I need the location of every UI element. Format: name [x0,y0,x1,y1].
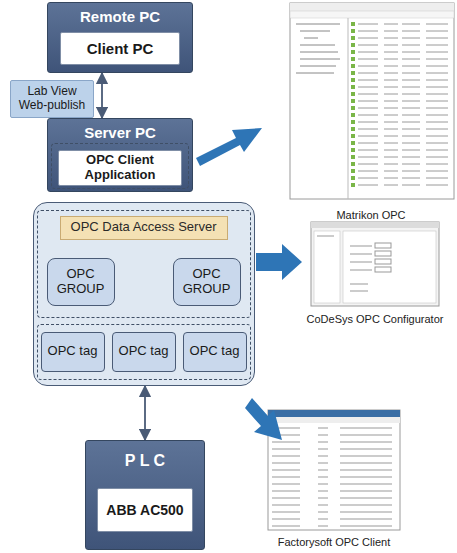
group-box: OPC GROUP [47,258,115,306]
tag-box: OPC tag [41,332,105,372]
box-label: OPC Client Application [63,153,177,183]
caption: CoDeSys OPC Configurator [307,313,444,325]
data-arrow [101,73,103,118]
plc-box: P L C ABB AC500 [85,440,205,550]
box-label: ABB AC500 [106,502,183,518]
screenshot [311,222,439,306]
plc-module-box: ABB AC500 [97,488,193,532]
note-box: Lab View Web-publish [10,80,94,118]
box-label: OPC tag [48,344,98,359]
tag-box: OPC tag [183,332,247,372]
computer-box: Server PC OPC Client Application [47,118,193,192]
caption: Matrikon OPC [336,209,405,221]
box-label: Lab View Web-publish [15,85,89,113]
box-heading: OPC Data Access Server [60,216,228,240]
pointer-arrow [256,244,302,280]
server-box: OPC Data Access ServerOPC GROUP OPC GROUP… [33,202,255,386]
box-heading: Remote PC [47,6,193,28]
box-label: OPC tag [190,344,240,359]
box-label: OPC tag [119,344,169,359]
box-label: OPC GROUP [52,267,110,297]
box-heading: Server PC [47,122,193,144]
computer-box: Remote PC Client PC [47,2,193,73]
computer-box: Client PC [60,32,180,65]
screenshot [268,410,400,530]
application-box: OPC Client Application [58,150,182,186]
data-arrow [144,386,146,440]
box-label: OPC GROUP [178,267,236,297]
screenshot [290,3,454,199]
group-box: OPC GROUP [173,258,241,306]
pointer-arrow [196,128,262,166]
tag-box: OPC tag [112,332,176,372]
box-label: Client PC [87,40,154,57]
pointer-arrow [245,398,282,440]
box-heading: P L C [85,448,205,474]
caption: Factorysoft OPC Client [278,536,390,548]
